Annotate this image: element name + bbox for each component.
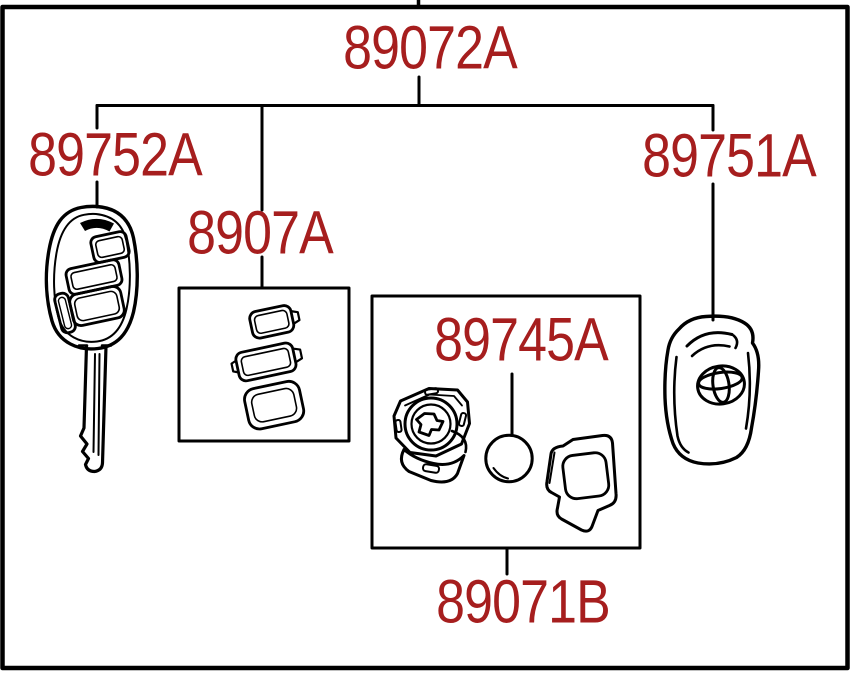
- parts-box-button-pad: [177, 286, 351, 443]
- master-key-illustration: [44, 204, 139, 474]
- toyota-emblem-icon: [696, 364, 746, 406]
- fob-cover-illustration: [663, 314, 761, 466]
- part-label-battery[interactable]: 89745A: [434, 305, 609, 374]
- part-label-button-pad[interactable]: 8907A: [187, 198, 334, 267]
- parts-box-module: [370, 294, 642, 550]
- rubber-pad-illustration: [545, 433, 618, 533]
- battery-illustration: [484, 433, 534, 484]
- part-label-cover[interactable]: 89751A: [642, 121, 817, 190]
- key-cylinder-illustration: [392, 387, 471, 484]
- button-pad-illustration: [230, 304, 306, 431]
- part-label-master-key[interactable]: 89752A: [28, 120, 203, 189]
- diagram-border: [0, 4, 850, 671]
- connector-lines: [95, 75, 715, 576]
- part-label-assembly[interactable]: 89072A: [343, 13, 518, 82]
- key-ring-slot: [80, 218, 114, 232]
- key-blade: [78, 344, 108, 474]
- part-label-module[interactable]: 89071B: [436, 567, 611, 636]
